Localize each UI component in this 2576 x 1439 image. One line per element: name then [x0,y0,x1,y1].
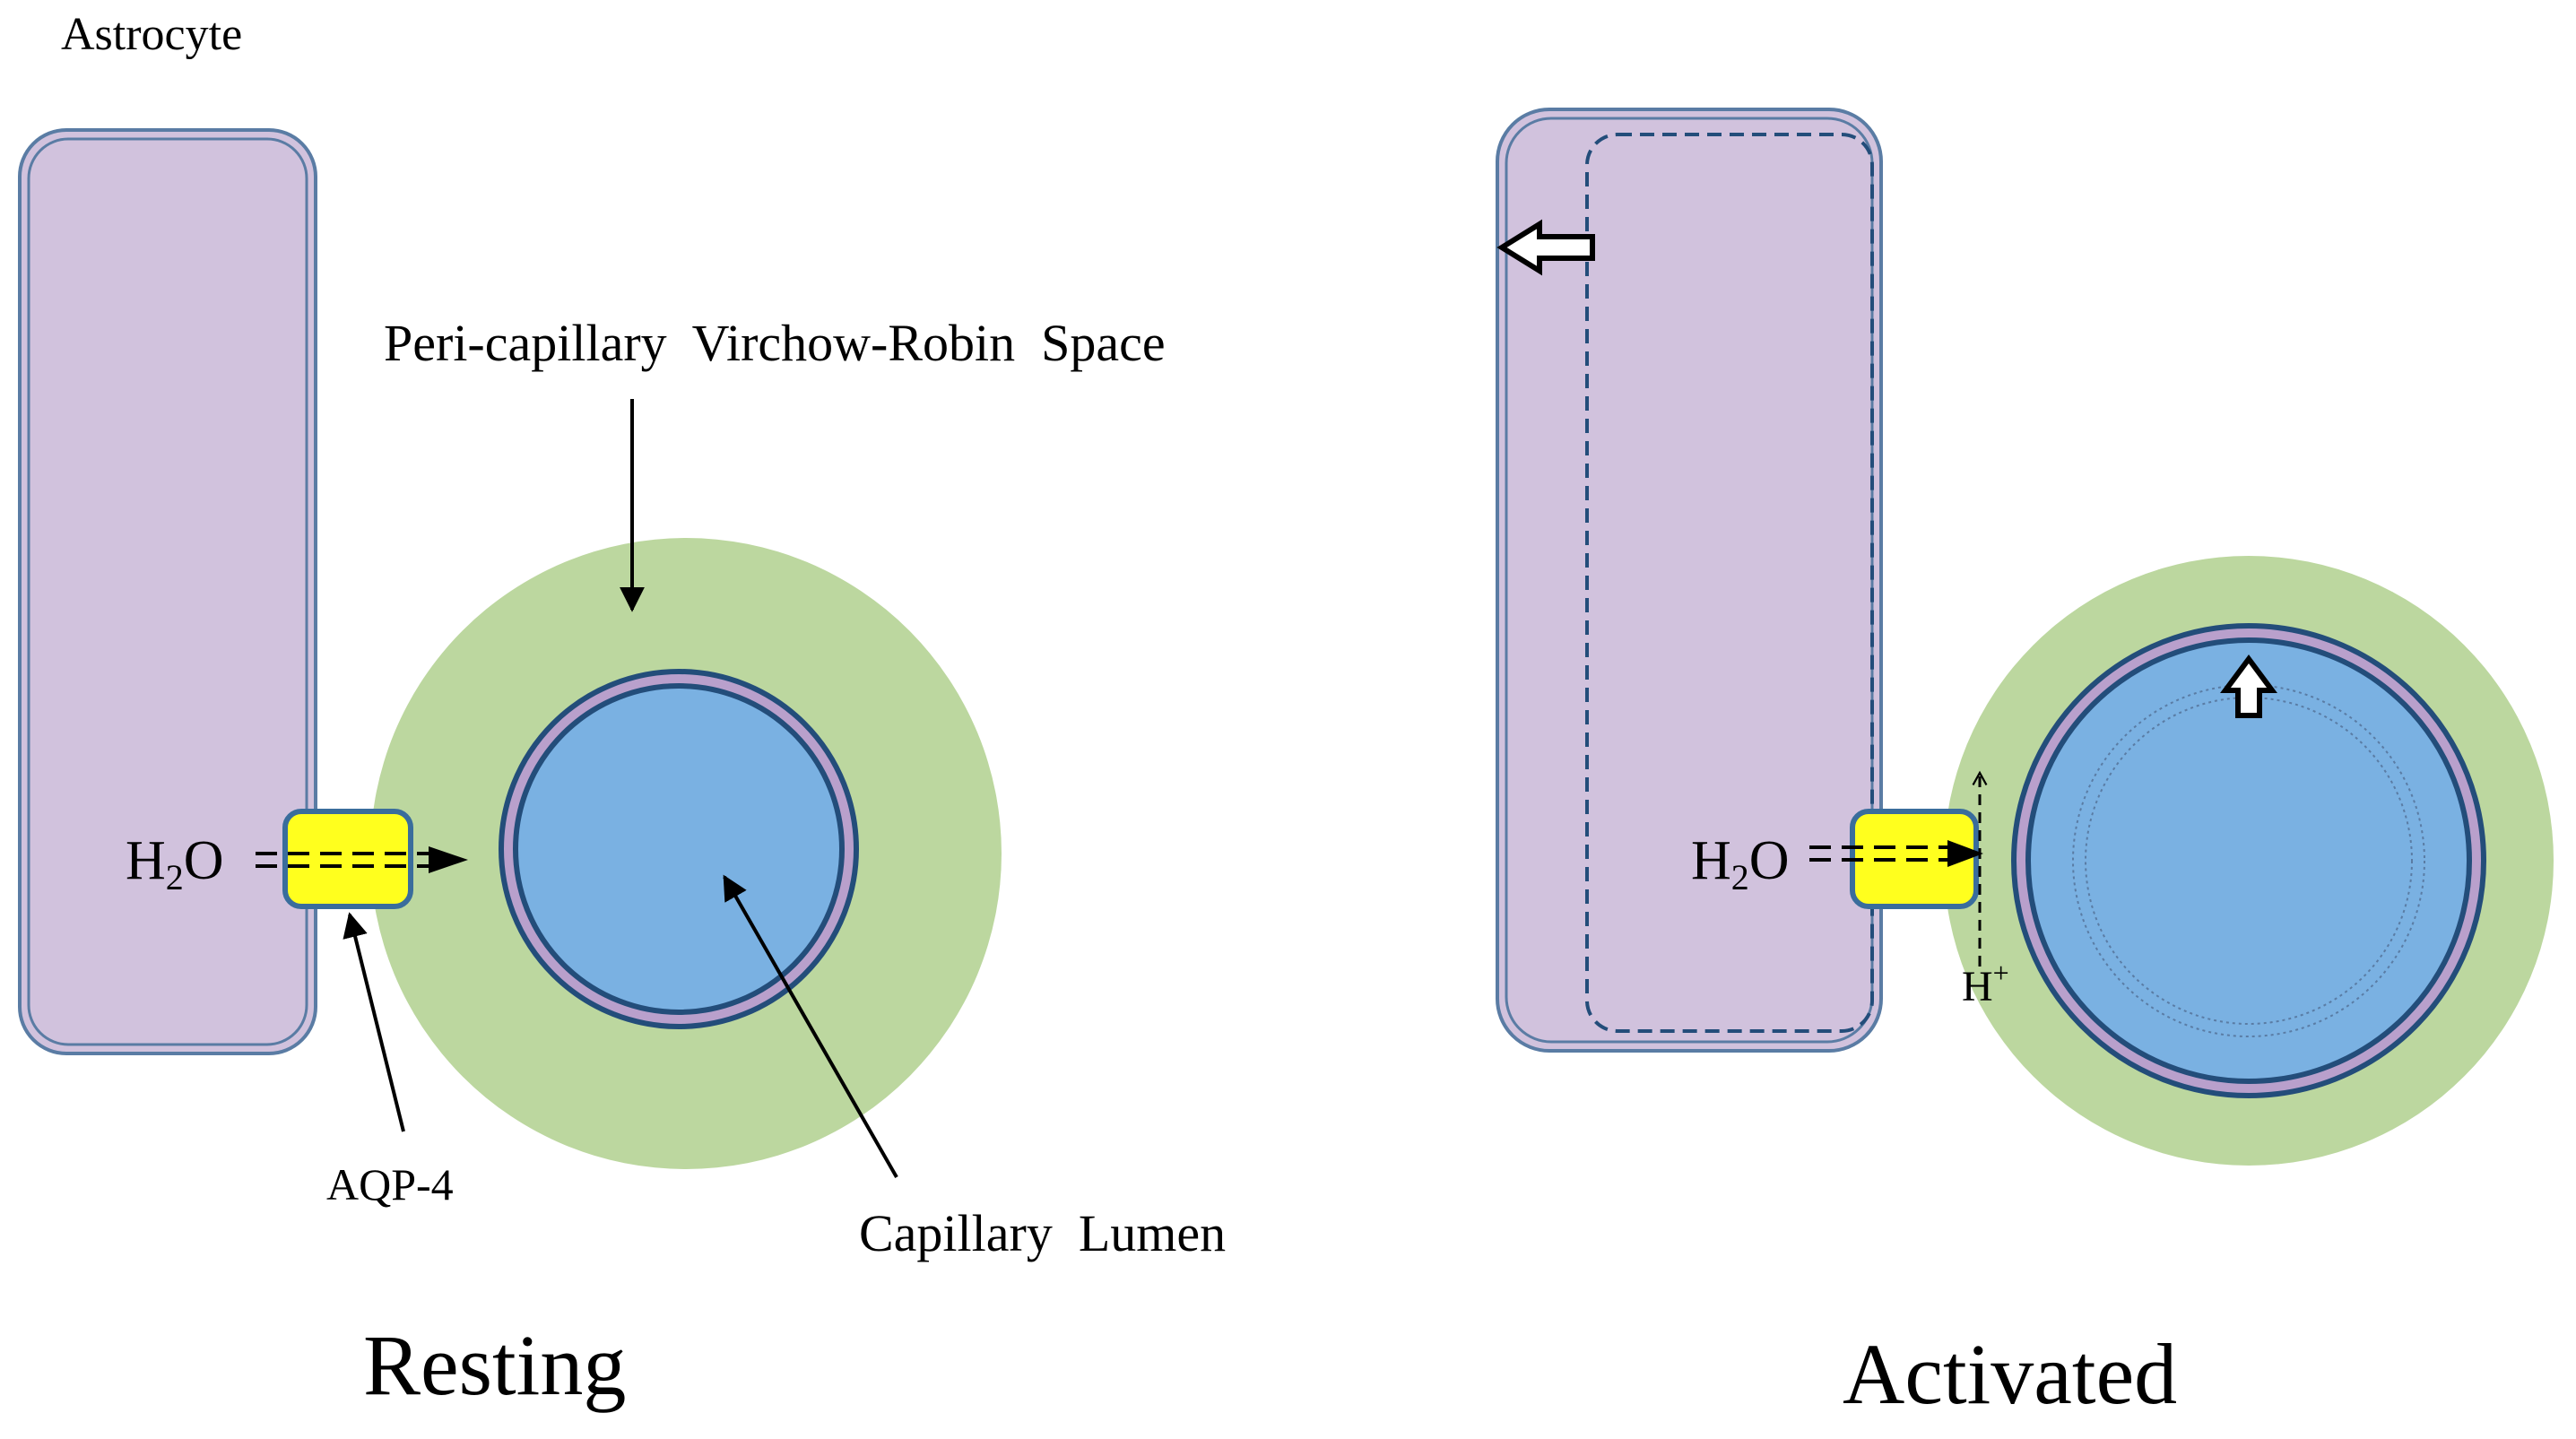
astrocyte-resting-outline [1585,133,1874,1033]
dashed-arrow-right-icon [429,846,468,873]
astrocyte-cell-activated [1496,108,1883,1053]
astrocyte-body-inner-line-activated [1505,117,1874,1044]
panel-title-resting: Resting [363,1317,626,1413]
panel-resting: Astrocyte H2O Peri-capillary [18,9,1226,1413]
water-flux-arrow-activated [1809,840,1983,867]
virchow-robin-space-label: Peri-capillary Virchow-Robin Space [384,314,1166,372]
capillary-lumen-activated [2025,637,2472,1084]
water-label-resting: H2O [126,830,224,897]
panel-title-activated: Activated [1843,1326,2177,1422]
capillary-lumen-pointer [723,874,898,1178]
astrocyte-cell-resting [18,128,317,1055]
panel-activated: H2O H+ Activated [1496,108,2554,1422]
capillary-lumen-label: Capillary Lumen [859,1204,1226,1262]
aqp4-label: AQP-4 [326,1159,454,1209]
proton-label: H+ [1962,957,2009,1010]
astrocyte-body-outer [18,128,317,1055]
outline-arrow-left-icon [1496,219,1595,276]
outline-arrow-up-icon [2220,654,2277,718]
capillary-resting-outline-outer [2072,684,2425,1037]
astrocyte-label: Astrocyte [61,9,242,60]
capillary-resting [499,669,859,1029]
aqp4-pointer [343,912,405,1132]
astrocyte-body-outer-activated [1496,108,1883,1053]
water-flux-arrow-resting [256,846,468,873]
capillary-resting-outline-inner [2085,697,2413,1025]
astrocyte-body-inner-line [27,137,308,1046]
water-label-activated: H2O [1691,830,1790,897]
capillary-activated [2011,623,2486,1098]
dashed-arrow-right-icon [1947,840,1983,867]
aqp4-channel-resting [282,809,413,909]
capillary-lumen-resting [513,683,845,1015]
